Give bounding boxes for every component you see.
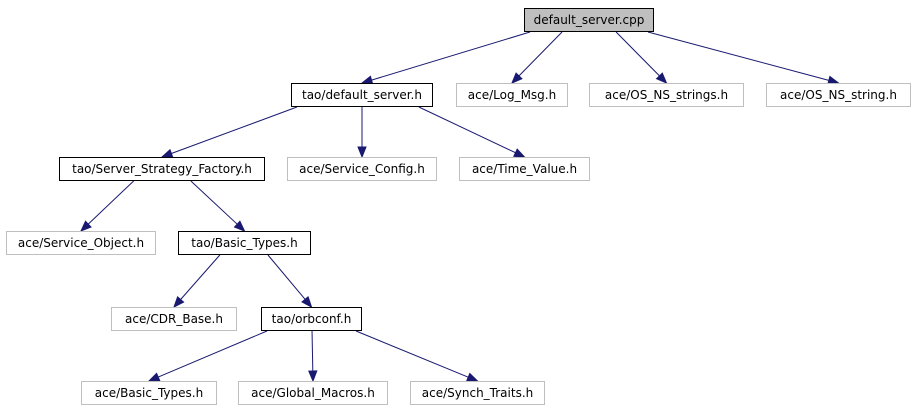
node-default-server-cpp[interactable]: default_server.cpp <box>524 8 654 32</box>
node-ace-global-macros-h[interactable]: ace/Global_Macros.h <box>238 381 388 405</box>
edge-default_server_cpp-to-ace_log_msg_h <box>518 31 563 77</box>
node-ace-synch-traits-h[interactable]: ace/Synch_Traits.h <box>410 381 545 405</box>
edge-default_server_cpp-to-tao_default_server_h <box>371 31 531 81</box>
edge-default_server_cpp-to-ace_os_ns_strings_h <box>615 31 660 77</box>
arrowhead-ace_service_config_h <box>357 146 367 159</box>
edge-tao_orbconf_h-to-ace_basic_types_h <box>158 330 268 378</box>
node-ace-log-msg-h[interactable]: ace/Log_Msg.h <box>456 83 568 107</box>
node-tao-orbconf-h[interactable]: tao/orbconf.h <box>261 307 362 331</box>
arrowhead-ace_global_macros_h <box>308 370 318 383</box>
edge-tao_basic_types_h-to-tao_orbconf_h <box>267 254 306 300</box>
node-ace-basic-types-h[interactable]: ace/Basic_Types.h <box>81 381 217 405</box>
arrowhead-ace_service_object_h <box>80 220 92 232</box>
edge-tao_orbconf_h-to-ace_global_macros_h <box>311 330 314 372</box>
node-ace-service-object-h[interactable]: ace/Service_Object.h <box>6 231 156 255</box>
edge-tao_server_strategy_factory_h-to-tao_basic_types_h <box>190 180 238 225</box>
edge-tao_orbconf_h-to-ace_synch_traits_h <box>355 330 469 378</box>
arrowhead-ace_cdr_base_h <box>173 296 185 309</box>
node-ace-os-ns-strings-h[interactable]: ace/OS_NS_strings.h <box>589 83 744 107</box>
edge-tao_basic_types_h-to-ace_cdr_base_h <box>180 254 221 300</box>
edge-tao_default_server_h-to-ace_time_value_h <box>418 106 516 154</box>
edge-default_server_cpp-to-ace_os_ns_string_h <box>647 31 829 81</box>
node-ace-service-config-h[interactable]: ace/Service_Config.h <box>287 157 437 181</box>
node-tao-basic-types-h[interactable]: tao/Basic_Types.h <box>178 231 311 255</box>
node-ace-cdr-base-h[interactable]: ace/CDR_Base.h <box>111 307 237 331</box>
edge-tao_default_server_h-to-tao_server_strategy_factory_h <box>171 106 298 154</box>
node-tao-server-strategy-factory-h[interactable]: tao/Server_Strategy_Factory.h <box>59 157 265 181</box>
edge-tao_server_strategy_factory_h-to-ace_service_object_h <box>87 180 134 225</box>
arrowhead-tao_orbconf_h <box>301 295 313 309</box>
arrowhead-ace_log_msg_h <box>511 72 523 84</box>
node-ace-os-ns-string-h[interactable]: ace/OS_NS_string.h <box>766 83 911 107</box>
node-ace-time-value-h[interactable]: ace/Time_Value.h <box>459 157 590 181</box>
arrowhead-tao_basic_types_h <box>233 220 246 232</box>
node-tao-default-server-h[interactable]: tao/default_server.h <box>291 83 433 107</box>
arrowhead-ace_synch_traits_h <box>465 372 479 382</box>
arrowhead-ace_os_ns_strings_h <box>655 72 668 84</box>
arrowhead-ace_basic_types_h <box>147 372 161 382</box>
arrowhead-ace_time_value_h <box>513 148 526 158</box>
